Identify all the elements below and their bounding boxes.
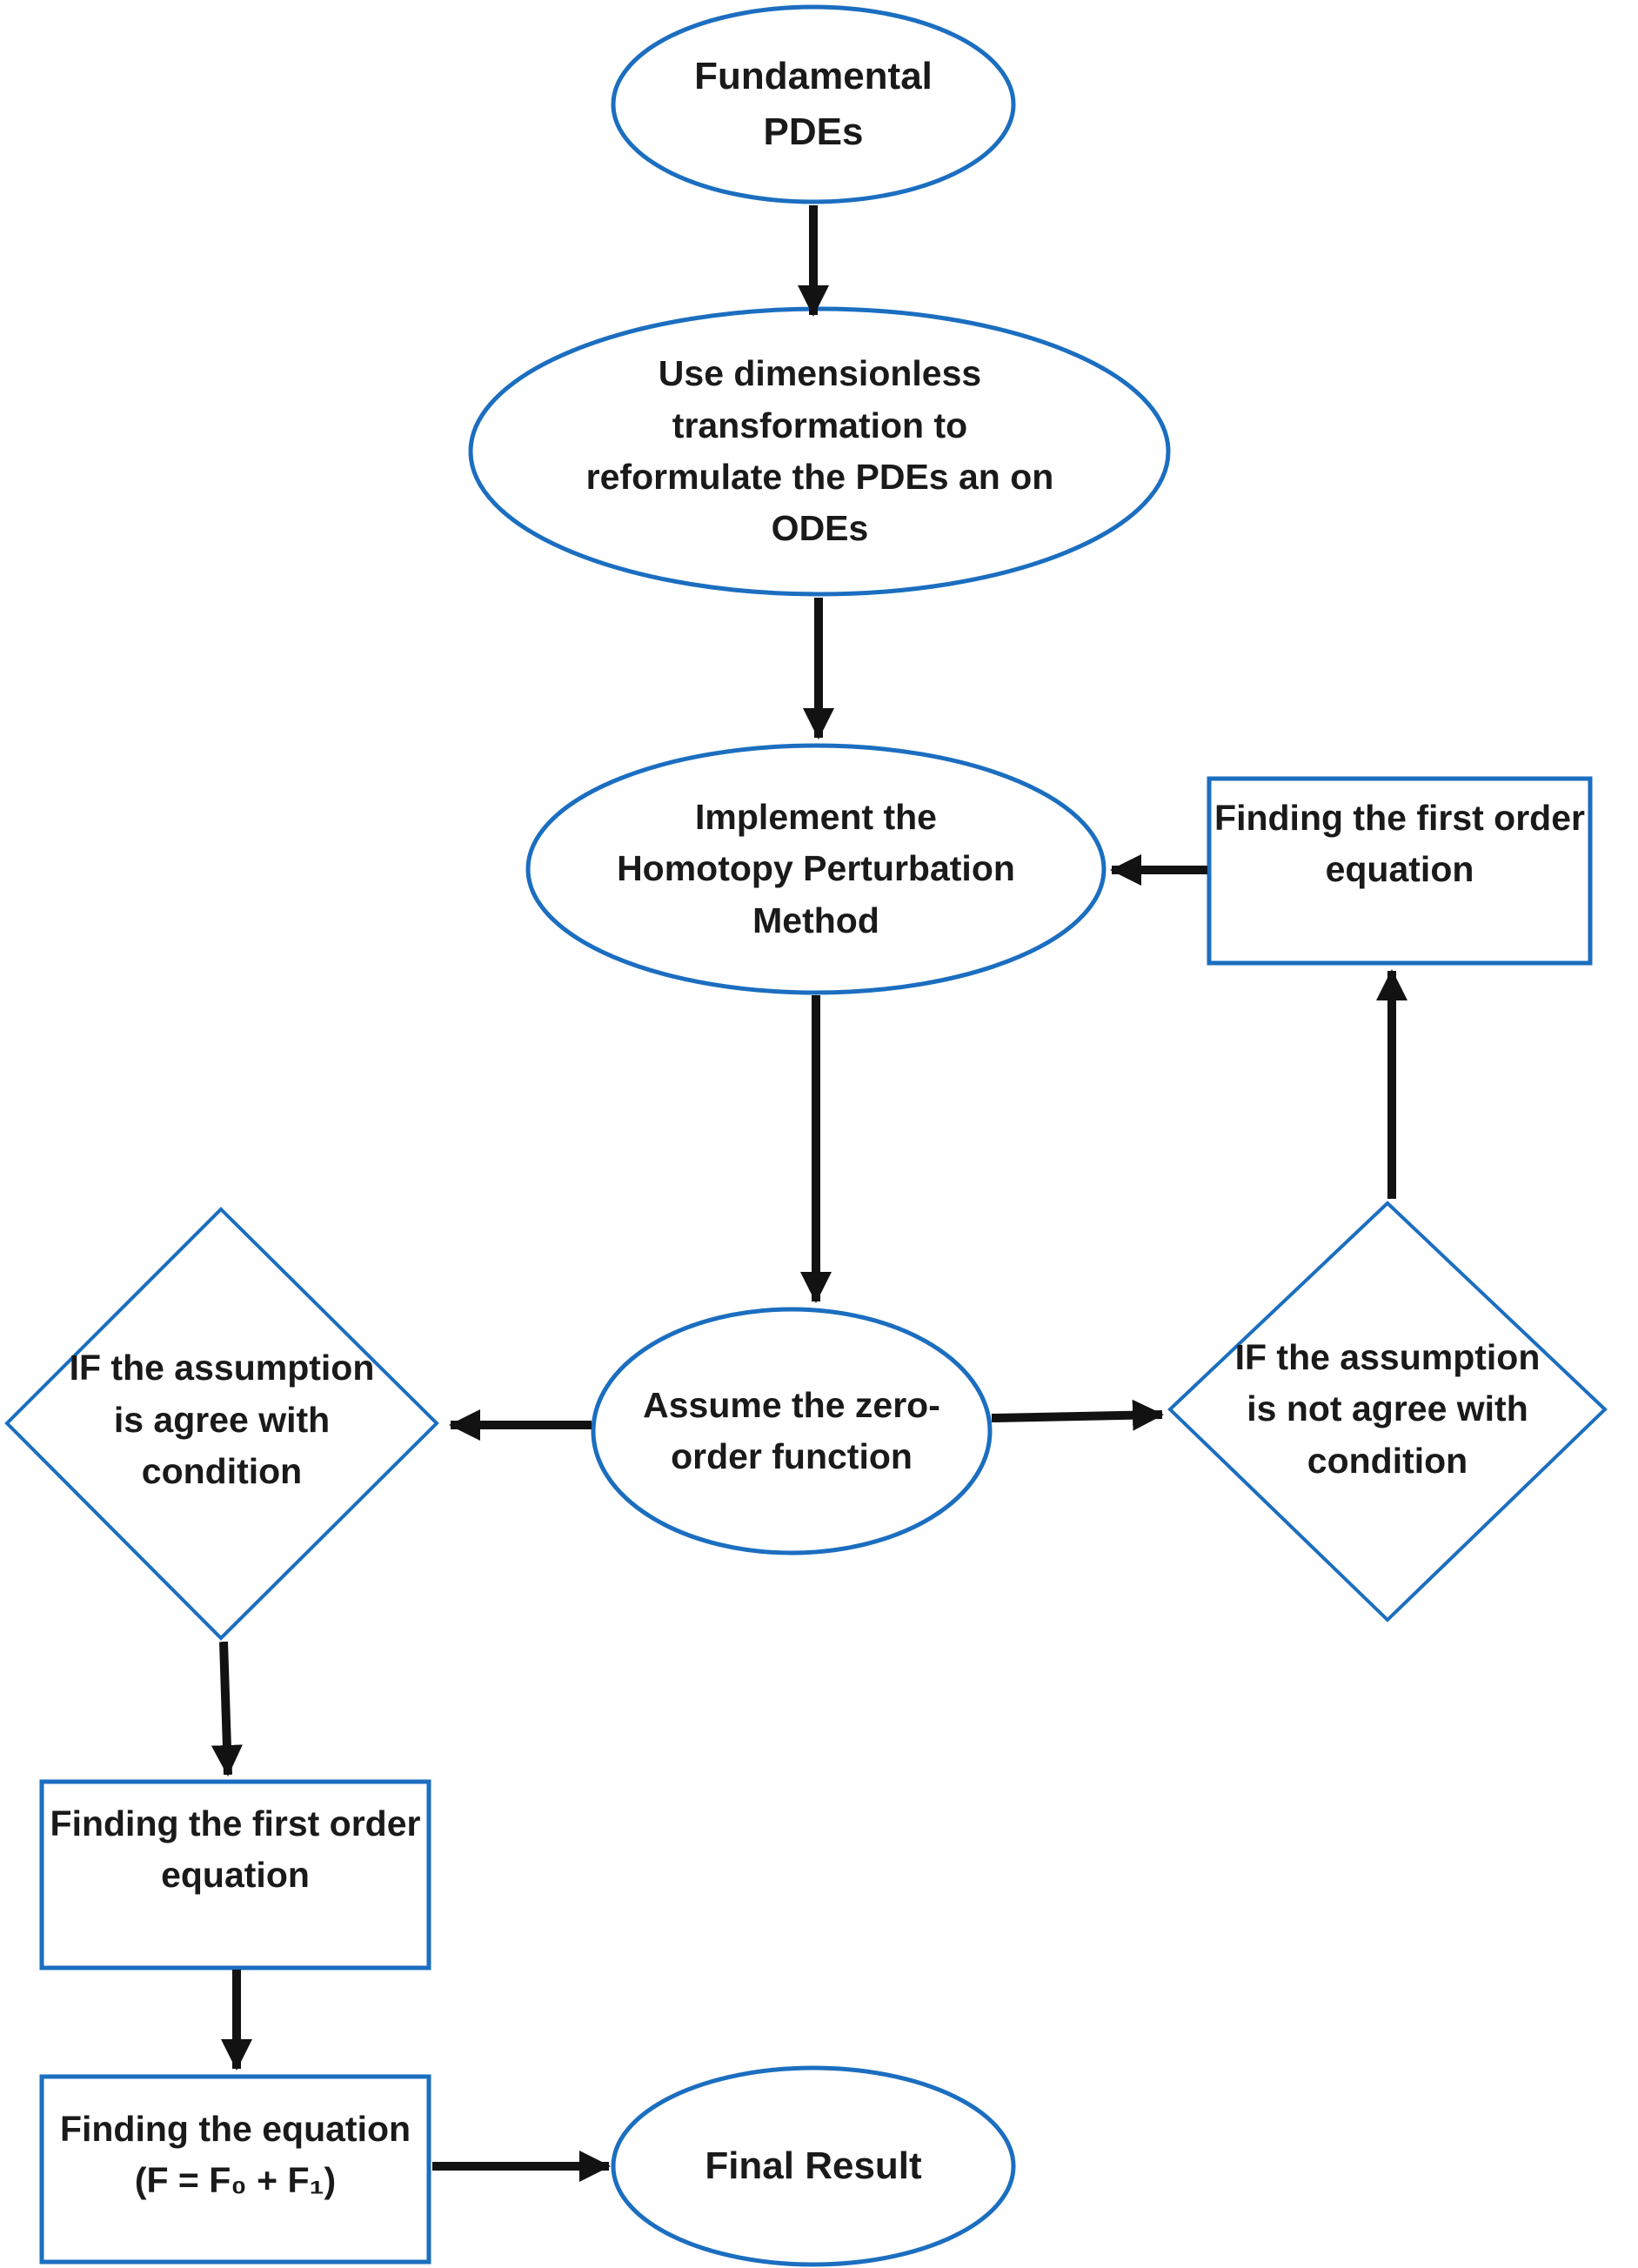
ellipse-final-result bbox=[611, 2065, 1016, 2267]
ellipse-implement-hpm bbox=[525, 743, 1106, 995]
rect-finding-first-order-right bbox=[1207, 776, 1593, 966]
diamond-assumption-not-agree bbox=[1167, 1201, 1608, 1622]
ellipse-dimensionless-transformation bbox=[468, 306, 1171, 597]
ellipse-assume-zero-order bbox=[591, 1307, 993, 1555]
ellipse-fundamental-pdes bbox=[611, 4, 1016, 204]
rect-finding-equation bbox=[39, 2074, 431, 2265]
rect-finding-first-order-left bbox=[39, 1779, 431, 1970]
arrow-assume-to-not-agree-diamond bbox=[991, 1399, 1164, 1431]
arrow-agree-to-first-order-left bbox=[211, 1641, 243, 1776]
diamond-assumption-agree bbox=[4, 1207, 439, 1641]
